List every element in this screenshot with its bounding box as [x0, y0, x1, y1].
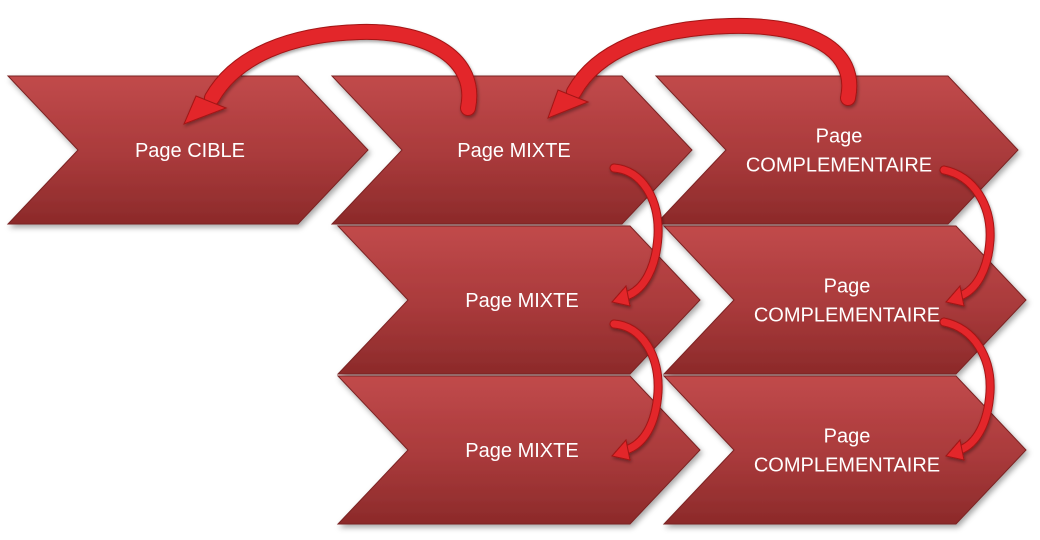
chevron-shape: [336, 375, 701, 525]
chevron-shape: [662, 225, 1027, 375]
chevron-shape: [336, 225, 701, 375]
chevron-shape: [330, 75, 693, 225]
chevron-label-line: COMPLEMENTAIRE: [754, 305, 940, 327]
arrow-body: [610, 164, 662, 300]
arrow-body: [205, 24, 477, 115]
chevron-mixte-2: Page MIXTE: [336, 225, 701, 375]
chevron-label: Page CIBLE: [135, 140, 245, 162]
chevron-label-line: Page CIBLE: [135, 140, 245, 162]
link-arrow-complementaire-1-to-mixte-1: [547, 17, 858, 119]
chevron-shape: [654, 75, 1019, 225]
arrow-body: [940, 318, 994, 454]
chevron-mixte-1: Page MIXTE: [330, 75, 693, 225]
arrow-head-icon: [945, 438, 965, 461]
chevron-label-line: Page MIXTE: [457, 140, 570, 162]
arrow-head-icon: [547, 89, 590, 119]
arrow-head-icon: [611, 438, 631, 461]
chevron-label: Page MIXTE: [457, 140, 570, 162]
links-layer: [183, 17, 995, 461]
chevron-label-line: COMPLEMENTAIRE: [754, 455, 940, 477]
link-arrow-mixte-2-to-mixte-3: [609, 319, 663, 461]
chevron-label-line: Page MIXTE: [465, 290, 578, 312]
chevron-shape: [6, 75, 369, 225]
link-arrow-complementaire-2-to-complementaire-3: [939, 317, 995, 461]
chevron-label-line: Page MIXTE: [465, 440, 578, 462]
chevron-label: Page MIXTE: [465, 440, 578, 462]
chevron-shape: [662, 375, 1027, 525]
arrow-head-icon: [611, 284, 631, 307]
link-arrow-mixte-1-to-cible: [183, 23, 478, 125]
chevron-label: Page MIXTE: [465, 290, 578, 312]
chevron-label-line: COMPLEMENTAIRE: [746, 155, 932, 177]
arrow-body: [610, 320, 662, 454]
chevron-cible: Page CIBLE: [6, 75, 369, 225]
chevron-mixte-3: Page MIXTE: [336, 375, 701, 525]
arrow-body: [940, 166, 994, 300]
chevron-label-line: Page: [816, 126, 863, 148]
arrow-head-icon: [183, 95, 228, 125]
chevron-label-line: Page: [824, 276, 871, 298]
arrow-body: [567, 18, 857, 105]
chevron-label-line: Page: [824, 426, 871, 448]
link-arrow-mixte-1-to-mixte-2: [609, 163, 663, 307]
arrow-head-icon: [945, 284, 965, 307]
link-arrow-complementaire-1-to-complementaire-2: [939, 165, 995, 307]
